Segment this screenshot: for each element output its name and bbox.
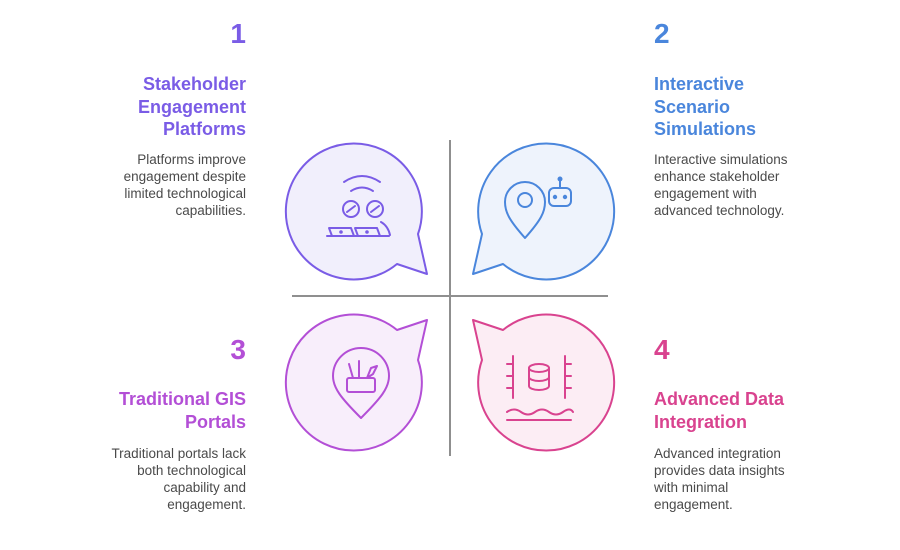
horizontal-axis bbox=[292, 295, 608, 297]
quadrant-1-title: Stakeholder Engagement Platforms bbox=[137, 74, 246, 139]
database-water-icon bbox=[506, 355, 574, 421]
map-pin-tools-icon bbox=[332, 347, 390, 419]
quadrant-4-bubble bbox=[472, 313, 616, 452]
quadrant-1-bubble bbox=[284, 142, 428, 281]
quadrant-3-bubble bbox=[284, 313, 428, 452]
people-laptops-icon bbox=[326, 175, 391, 237]
quadrant-2-number: 2 bbox=[654, 18, 670, 49]
quadrant-3-number: 3 bbox=[230, 334, 246, 365]
quadrant-4-description: Advanced integration provides data insig… bbox=[654, 446, 785, 512]
quadrant-2-description: Interactive simulations enhance stakehol… bbox=[654, 152, 788, 218]
quadrant-2-title: Interactive Scenario Simulations bbox=[654, 74, 757, 139]
quadrant-3-description: Traditional portals lack both technologi… bbox=[111, 446, 246, 512]
quadrant-1-number: 1 bbox=[230, 18, 246, 49]
quadrant-3-title: Traditional GIS Portals bbox=[118, 389, 246, 432]
quadrant-4-number: 4 bbox=[654, 334, 670, 365]
vertical-axis bbox=[449, 140, 451, 456]
quadrant-1-description: Platforms improve engagement despite lim… bbox=[123, 152, 246, 218]
map-pin-robot-icon bbox=[504, 176, 572, 239]
quadrant-2-bubble bbox=[472, 142, 616, 281]
quadrant-4-title: Advanced Data Integration bbox=[654, 389, 785, 432]
